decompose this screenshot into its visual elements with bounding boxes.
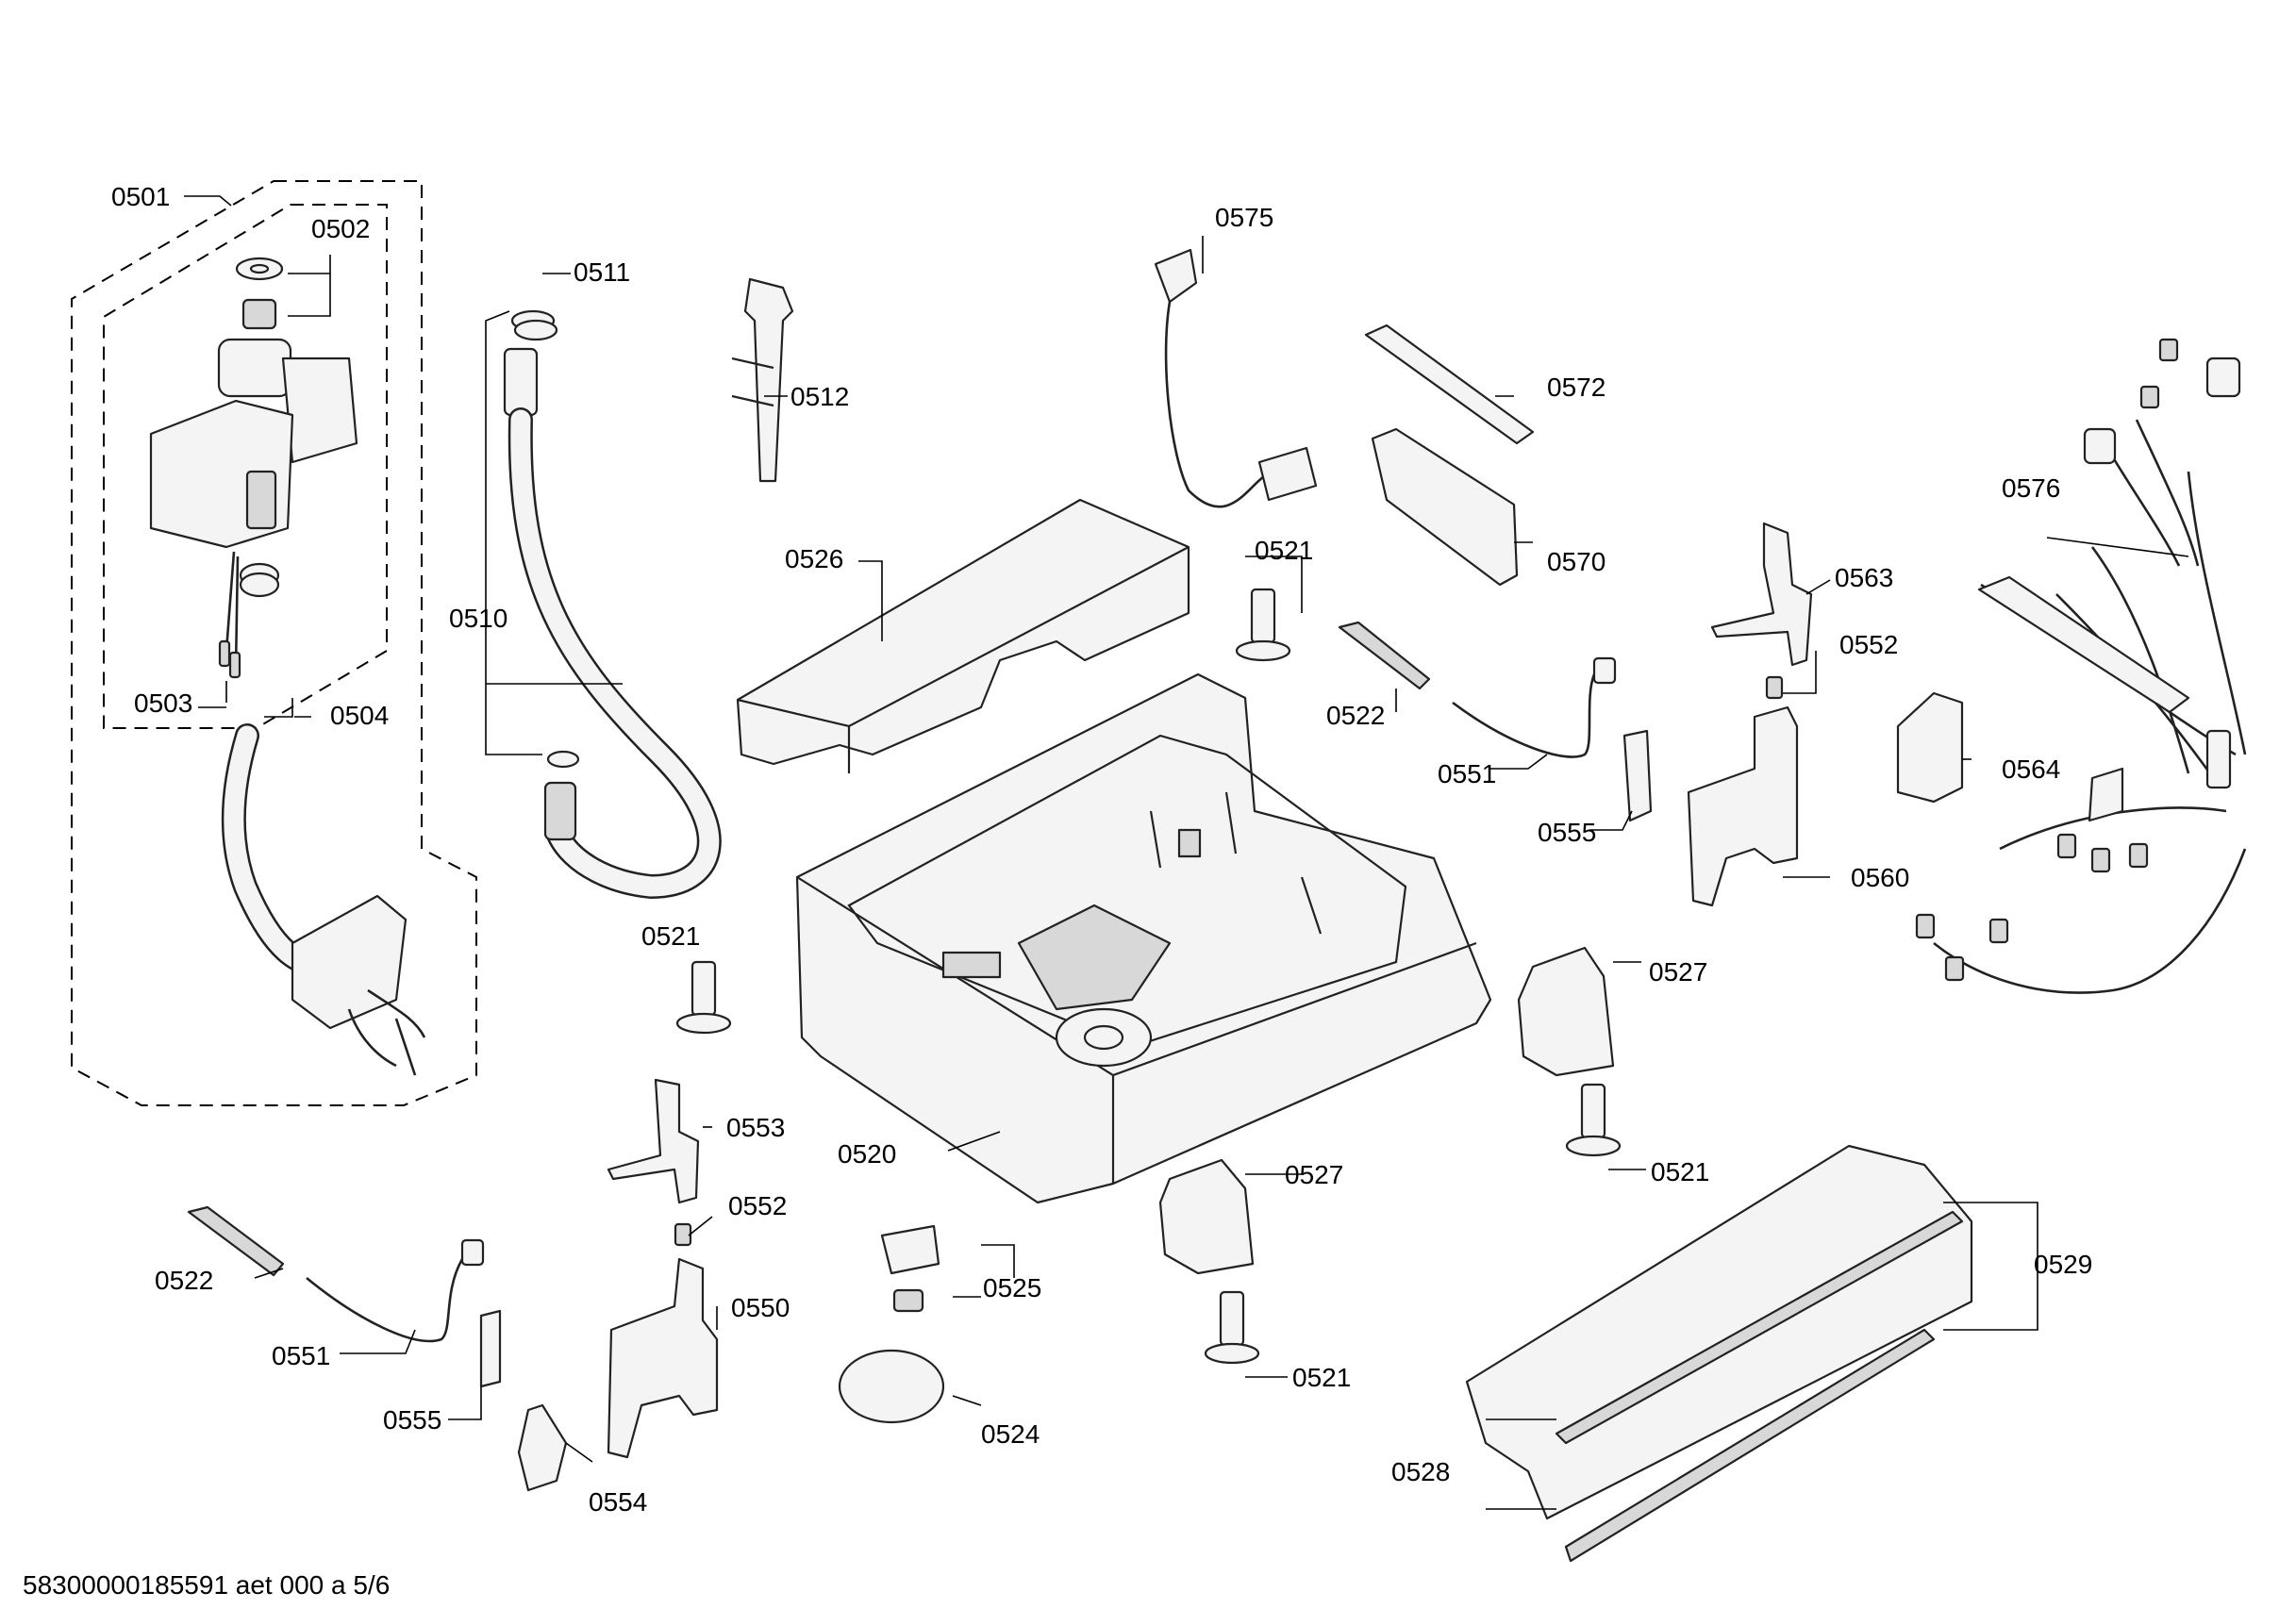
cable-0551-a	[1452, 673, 1596, 758]
label-0521-c: 0521	[1651, 1157, 1709, 1186]
foot-0527-a	[1517, 946, 1615, 1077]
drain-hose	[503, 309, 722, 900]
label-0502: 0502	[311, 214, 370, 243]
label-0520: 0520	[838, 1139, 896, 1169]
label-0524: 0524	[981, 1419, 1040, 1449]
label-0576: 0576	[2002, 473, 2060, 503]
label-0552-b: 0552	[728, 1191, 787, 1220]
label-0511: 0511	[574, 257, 630, 287]
label-0521-a: 0521	[1255, 536, 1313, 565]
cable-0551-a-plug	[1592, 656, 1617, 685]
document-reference: 58300000185591 aet 000 a 5/6	[23, 1570, 390, 1600]
label-0552-a: 0552	[1839, 630, 1898, 659]
power-cord-0575	[1154, 248, 1318, 508]
label-0522-b: 0522	[155, 1266, 213, 1295]
cable-0551-b	[306, 1258, 464, 1343]
label-0521-b: 0521	[641, 921, 700, 951]
holder-0525	[880, 1224, 940, 1275]
module-0564	[1896, 691, 1964, 804]
label-0526: 0526	[785, 544, 843, 573]
inlet-valve	[149, 257, 358, 679]
screw-0521-b	[675, 960, 732, 1035]
spring-0522-a	[1338, 621, 1431, 690]
label-0555-b: 0555	[383, 1405, 441, 1435]
label-0501: 0501	[111, 182, 170, 211]
screw-0521-c	[1565, 1083, 1622, 1157]
guide-rail-0512	[731, 277, 794, 483]
label-0528: 0528	[1391, 1457, 1450, 1486]
foot-0527-b	[1158, 1158, 1255, 1275]
cover-0526	[736, 498, 1190, 773]
label-0503: 0503	[134, 688, 192, 718]
bracket-0560	[1687, 705, 1799, 907]
clip-0555-a	[1622, 729, 1653, 822]
base-frame	[795, 672, 1492, 1204]
label-0564: 0564	[2002, 755, 2060, 784]
cable-0551-b-plug	[460, 1238, 485, 1267]
label-0563: 0563	[1835, 563, 1893, 592]
clip-0555-b	[479, 1309, 502, 1388]
clip-0554	[517, 1403, 568, 1492]
clip-0552-b	[674, 1222, 692, 1247]
label-0529: 0529	[2034, 1250, 2092, 1279]
label-0527-a: 0527	[1649, 957, 1707, 987]
label-0551-a: 0551	[1438, 759, 1496, 788]
group-outline-0502	[103, 204, 388, 729]
inlet-hose	[221, 723, 426, 1076]
housing-0570	[1371, 427, 1519, 587]
bracket-0553	[607, 1078, 700, 1204]
label-0527-b: 0527	[1285, 1160, 1343, 1189]
fascia-0572	[1364, 323, 1535, 445]
holder-0525-small	[892, 1288, 924, 1313]
label-0570: 0570	[1547, 547, 1606, 576]
label-0525: 0525	[983, 1273, 1041, 1302]
label-0555-a: 0555	[1538, 818, 1596, 847]
kickplate-strip-0529	[1555, 1210, 1964, 1445]
wiring-harness-0576	[1915, 338, 2247, 994]
screw-0521-d	[1204, 1290, 1260, 1365]
bracket-0550	[607, 1257, 719, 1459]
label-0504: 0504	[330, 701, 389, 730]
label-0510: 0510	[449, 604, 507, 633]
group-outline-0501	[71, 180, 477, 1106]
spring-0522-b	[187, 1205, 285, 1277]
label-0512: 0512	[790, 382, 849, 411]
label-0554: 0554	[589, 1487, 647, 1517]
label-0560: 0560	[1851, 863, 1909, 892]
kickplate-strip-lower	[1564, 1328, 1936, 1563]
disc-0524	[838, 1349, 945, 1424]
label-0550: 0550	[731, 1293, 790, 1322]
label-0521-d: 0521	[1292, 1363, 1351, 1392]
bracket-0563	[1710, 522, 1813, 667]
label-0553: 0553	[726, 1113, 785, 1142]
label-0575: 0575	[1215, 203, 1273, 232]
label-0551-b: 0551	[272, 1341, 330, 1370]
label-0572: 0572	[1547, 373, 1606, 402]
screw-0521-a	[1235, 588, 1291, 662]
leader-lines	[184, 195, 2189, 1510]
clip-0552-a	[1765, 675, 1784, 700]
label-0522-a: 0522	[1326, 701, 1385, 730]
